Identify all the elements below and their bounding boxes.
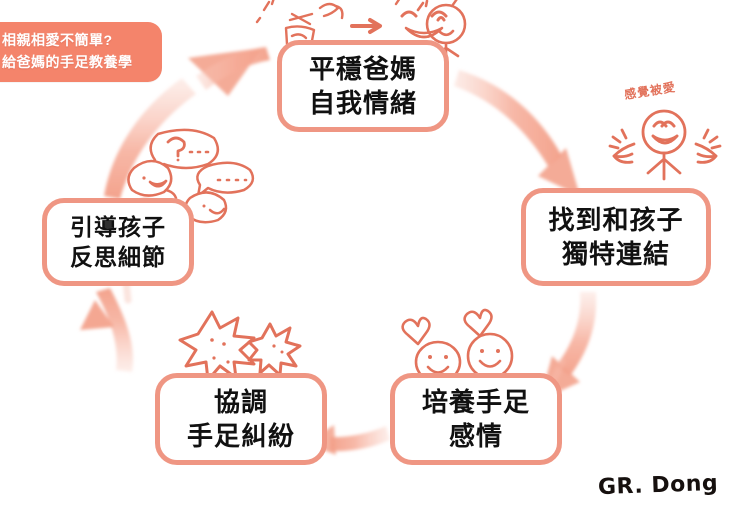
- arrow-head-to-top-box: [188, 47, 270, 96]
- title-line-2: 給爸媽的手足教養學: [2, 54, 133, 70]
- node-top-steady-parent-emotion[interactable]: 平穩爸媽 自我情緒: [277, 40, 449, 132]
- node-top-line-1: 平穩爸媽: [308, 53, 417, 84]
- title-banner: 相親相愛不簡單? 給爸媽的手足教養學: [0, 22, 162, 82]
- node-left-guide-reflection[interactable]: 引導孩子 反思細節: [42, 198, 194, 286]
- node-bottom-right-line-1: 培養手足: [421, 386, 530, 417]
- clash-burst-stars-icon: [166, 306, 306, 390]
- node-left-line-2: 反思細節: [70, 244, 166, 270]
- node-bottom-left-line-1: 協調: [213, 386, 268, 417]
- happy-child-with-open-hands-icon: [608, 104, 736, 190]
- title-line-1: 相親相愛不簡單?: [2, 32, 113, 49]
- speech-bubbles-conversation-icon: [127, 122, 258, 224]
- node-bottom-left-mediate-conflict[interactable]: 協調 手足糾紛: [155, 373, 327, 465]
- arrow-bottomleft-to-left: [80, 288, 134, 372]
- node-top-line-2: 自我情緒: [308, 88, 417, 118]
- arrow-top-to-right: [454, 70, 580, 196]
- node-right-unique-connection[interactable]: 找到和孩子 獨特連結: [521, 188, 711, 286]
- arrow-left-to-top: [104, 78, 196, 199]
- artist-signature: GR. Dong: [597, 470, 719, 501]
- node-right-line-2: 獨特連結: [561, 239, 670, 269]
- node-bottom-right-sibling-bond[interactable]: 培養手足 感情: [390, 373, 562, 465]
- two-smiling-faces-with-hearts-icon: [398, 308, 528, 390]
- node-bottom-right-line-2: 感情: [448, 421, 503, 451]
- node-bottom-left-line-2: 手足糾紛: [186, 421, 295, 451]
- node-left-line-1: 引導孩子: [70, 213, 166, 240]
- node-right-line-1: 找到和孩子: [548, 204, 684, 235]
